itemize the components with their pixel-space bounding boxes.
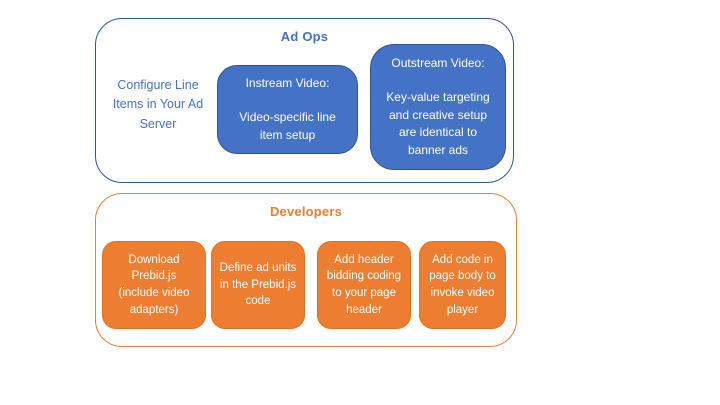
configure-line-items-note: Configure Line Items in Your Ad Server (112, 78, 204, 131)
instream-video-heading: Instream Video: (245, 75, 330, 90)
step-add-header-bidding-box: Add header bidding coding to your page h… (317, 241, 411, 329)
developers-group: Developers Download Prebid.js (include v… (95, 193, 517, 347)
instream-video-box: Instream Video: Video-specific line item… (217, 65, 358, 154)
outstream-video-body: Key-value targeting and creative setup a… (386, 90, 490, 157)
instream-video-body: Video-specific line item setup (239, 110, 336, 142)
outstream-video-box: Outstream Video: Key-value targeting and… (370, 44, 506, 170)
step-define-ad-units-box: Define ad units in the Prebid.js code (211, 241, 305, 329)
step-add-page-body-code-box: Add code in page body to invoke video pl… (419, 241, 506, 329)
ad-ops-title: Ad Ops (280, 29, 329, 44)
ad-ops-group: Ad Ops Configure Line Items in Your Ad S… (95, 18, 514, 183)
outstream-video-heading: Outstream Video: (391, 56, 485, 71)
developers-title: Developers (269, 204, 343, 219)
step-download-prebid-box: Download Prebid.js (include video adapte… (102, 241, 206, 329)
